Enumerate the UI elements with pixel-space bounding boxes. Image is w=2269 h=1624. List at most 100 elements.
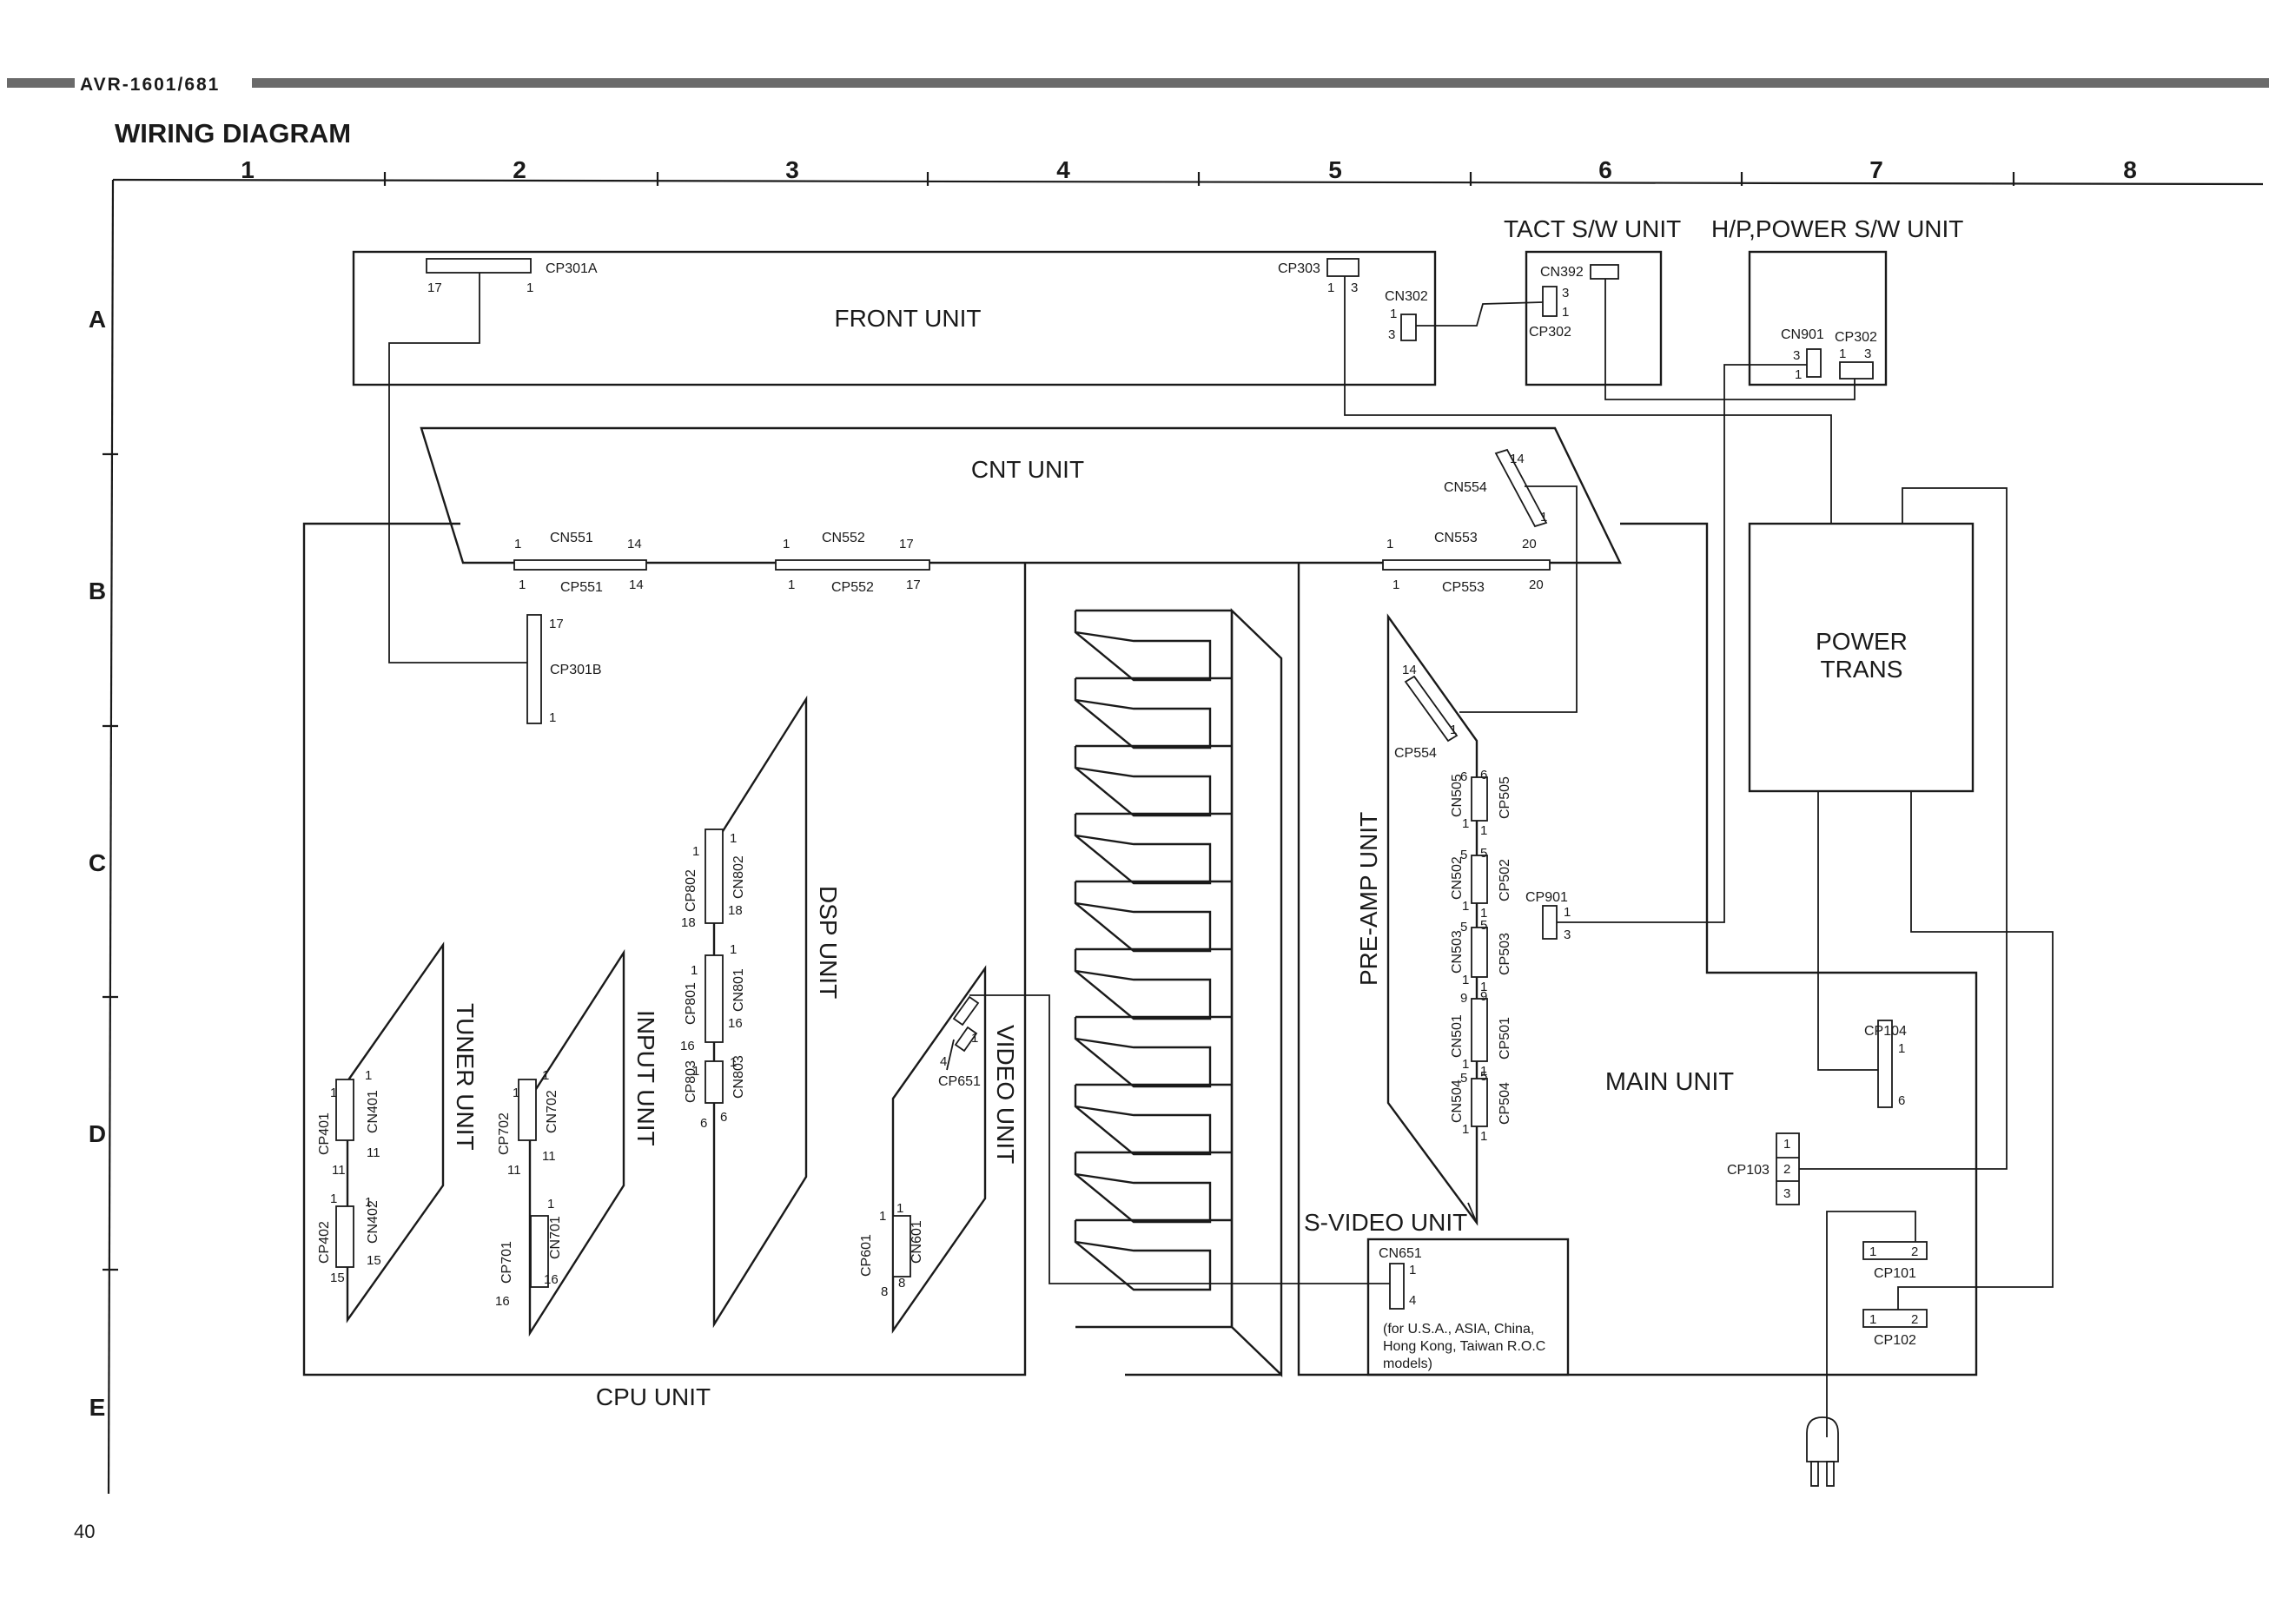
svg-text:1: 1 (1839, 347, 1846, 361)
svg-text:1: 1 (783, 537, 790, 551)
svg-text:4: 4 (940, 1054, 947, 1069)
tuner-unit: TUNER UNIT 1 1 11 11 CP401 CN401 1 1 15 … (317, 941, 479, 1324)
grid-row-label: D (89, 1120, 106, 1147)
cp302-tact-connector (1542, 286, 1558, 317)
svg-text:1: 1 (1462, 973, 1469, 987)
dsp-unit: DSP UNIT 1 1 18 18 CP802 CN802 1 1 16 16… (680, 695, 842, 1329)
cp901-connector (1542, 905, 1558, 940)
cn552-label: CN552 (822, 531, 865, 545)
cn501-connector (1471, 998, 1488, 1062)
grid-row-label: E (89, 1394, 106, 1421)
front-unit: FRONT UNIT CP301A 17 1 CP303 1 3 CN302 1… (352, 250, 1437, 386)
cn553-label: CN553 (1434, 531, 1478, 545)
cn402-label: CN402 (366, 1200, 380, 1244)
svg-text:9: 9 (1480, 989, 1487, 1004)
svg-text:18: 18 (681, 915, 696, 930)
svg-text:1: 1 (971, 1031, 978, 1046)
svg-text:15: 15 (330, 1271, 345, 1285)
svg-text:6: 6 (700, 1116, 707, 1131)
svg-text:3: 3 (1562, 286, 1569, 300)
tact-unit-label: TACT S/W UNIT (1504, 215, 1681, 242)
cn702-label: CN702 (545, 1090, 559, 1133)
cp803-cn803-connector (705, 1060, 724, 1104)
svg-text:4: 4 (1409, 1293, 1416, 1308)
svg-text:3: 3 (1351, 281, 1358, 295)
cn501-label: CN501 (1450, 1014, 1465, 1058)
cp802-label: CP802 (684, 869, 698, 912)
svg-text:1: 1 (549, 710, 556, 725)
svg-text:1: 1 (1480, 906, 1487, 921)
cp702-cn702-connector (518, 1079, 537, 1141)
cn553-connector (1382, 559, 1551, 571)
hp-power-unit-label: H/P,POWER S/W UNIT (1711, 215, 1963, 242)
cn651-label: CN651 (1379, 1246, 1422, 1261)
svg-text:17: 17 (549, 617, 564, 631)
grid-column-label: 7 (1869, 156, 1883, 183)
cp554-label: CP554 (1394, 746, 1437, 761)
s-video-note-line3: models) (1383, 1357, 1432, 1371)
cp554-connector (1404, 675, 1459, 743)
s-video-unit-label: S-VIDEO UNIT (1304, 1209, 1467, 1236)
cn392-label: CN392 (1540, 265, 1584, 280)
grid-column-label: 6 (1598, 156, 1612, 183)
svg-text:1: 1 (1795, 367, 1802, 382)
video-unit-label: VIDEO UNIT (992, 1025, 1019, 1164)
cp301a-connector (426, 258, 532, 274)
cn504-connector (1471, 1078, 1488, 1127)
svg-text:1: 1 (1327, 281, 1334, 295)
cn802-label: CN802 (731, 855, 746, 899)
cp302-hp-connector (1839, 361, 1874, 380)
cp553-label: CP553 (1442, 580, 1485, 595)
svg-text:1: 1 (330, 1192, 337, 1206)
power-trans: POWER TRANS (1748, 522, 1975, 793)
front-unit-label: FRONT UNIT (834, 305, 981, 332)
cp102-label: CP102 (1874, 1333, 1916, 1348)
dsp-unit-label: DSP UNIT (815, 886, 842, 999)
cp503-label: CP503 (1498, 933, 1512, 975)
cn901-connector (1806, 348, 1822, 378)
grid-row-label: A (89, 306, 106, 333)
svg-text:1: 1 (691, 963, 698, 978)
cp801-cn801-connector (705, 954, 724, 1043)
cp402-cn402-connector (335, 1205, 354, 1268)
cp803-label: CP803 (684, 1060, 698, 1103)
cn551-label: CN551 (550, 531, 593, 545)
svg-text:1: 1 (1540, 510, 1547, 525)
svg-text:1: 1 (1564, 905, 1571, 920)
page-header: AVR-1601/681 WIRING DIAGRAM (7, 75, 2269, 149)
cn502-label: CN502 (1450, 856, 1465, 900)
svg-text:17: 17 (899, 537, 914, 551)
svg-text:9: 9 (1460, 991, 1467, 1006)
cn302-label: CN302 (1385, 289, 1428, 304)
cn505-connector (1471, 776, 1488, 822)
input-unit-label: INPUT UNIT (632, 1010, 659, 1146)
grid-frame (103, 172, 2264, 1495)
svg-text:11: 11 (507, 1163, 521, 1178)
wire-cp651-cn651 (969, 994, 1390, 1284)
power-trans-label-line2: TRANS (1821, 656, 1903, 683)
cp505-label: CP505 (1498, 776, 1512, 819)
svg-text:16: 16 (680, 1039, 695, 1053)
svg-text:14: 14 (629, 578, 644, 592)
svg-text:2: 2 (1783, 1162, 1790, 1177)
svg-text:15: 15 (367, 1253, 381, 1268)
cp601-label: CP601 (859, 1234, 874, 1277)
svg-text:1: 1 (1390, 307, 1397, 321)
cp302-hp-label: CP302 (1835, 330, 1877, 345)
diagram-title: WIRING DIAGRAM (115, 118, 351, 149)
svg-text:16: 16 (728, 1016, 743, 1031)
svg-text:8: 8 (898, 1276, 905, 1291)
wire-cn392-cp302 (1604, 279, 1856, 400)
cn651-connector (1389, 1263, 1405, 1310)
cp651-label: CP651 (938, 1074, 981, 1089)
svg-text:1: 1 (526, 281, 533, 295)
cn503-connector (1471, 927, 1488, 978)
cpu-unit-label: CPU UNIT (596, 1383, 711, 1410)
cn302-connector (1400, 314, 1417, 341)
svg-text:1: 1 (365, 1195, 372, 1210)
video-unit: VIDEO UNIT 4 1 CP651 1 1 8 8 CP601 CN601 (859, 965, 1019, 1334)
svg-text:1: 1 (1783, 1137, 1790, 1152)
cp552-label: CP552 (831, 580, 874, 595)
grid-row-label: C (89, 849, 106, 876)
